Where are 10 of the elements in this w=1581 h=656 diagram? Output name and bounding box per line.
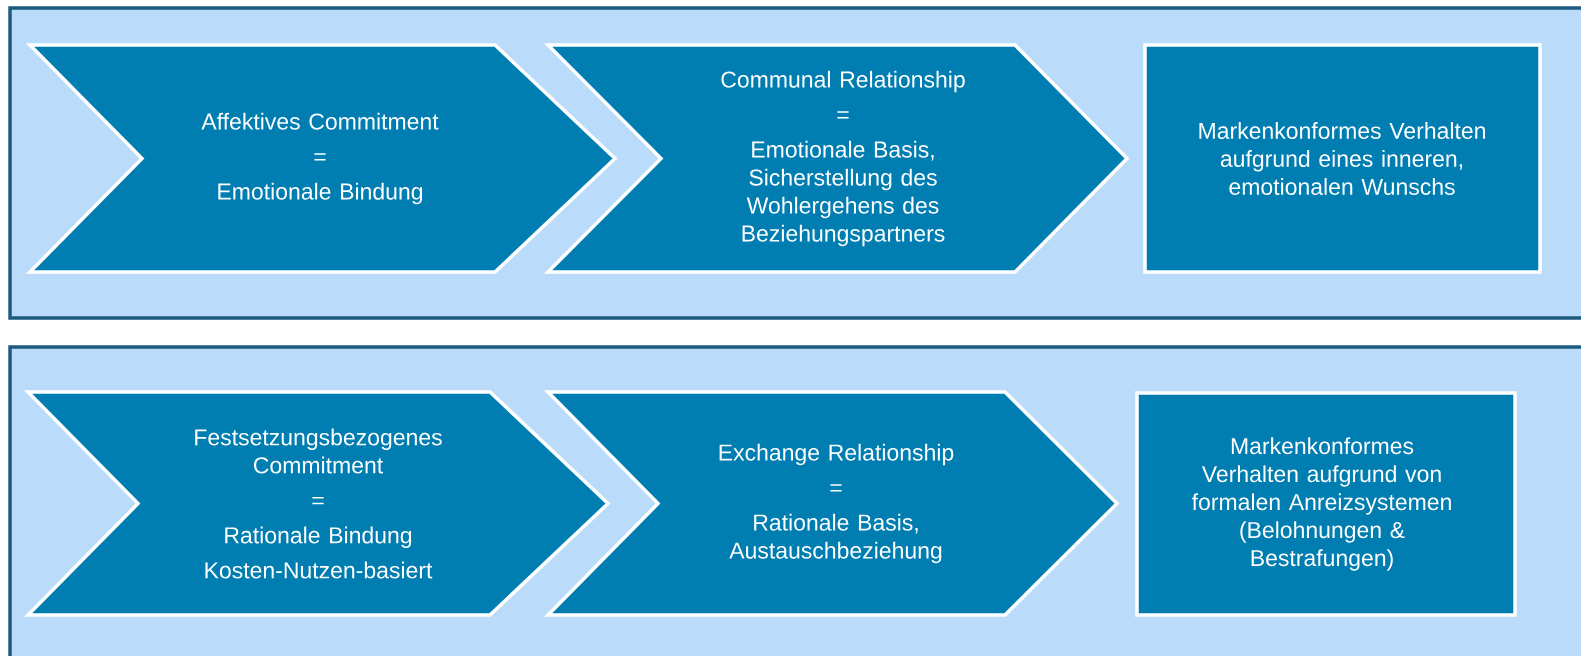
- chevron-box: Communal Relationship = Emotionale Basis, Sicherstellung des Wohlergehens des Beziehungspartners: [543, 43, 1130, 274]
- result-box: Markenkonformes Verhalten aufgrund von formalen Anreizsystemen (Belohnungen & Bestrafungen): [1135, 391, 1517, 617]
- chevron-box: Affektives Commitment = Emotionale Bindung: [25, 43, 618, 274]
- node-label: =: [312, 496, 324, 505]
- result-box: Markenkonformes Verhalten aufgrund eines inneren, emotionalen Wunschs: [1143, 43, 1542, 274]
- node-label: Festsetzungsbezogenes Commitment: [195, 428, 442, 474]
- node-label: Rationale Bindung: [225, 526, 412, 548]
- chevron-box: Festsetzungsbezogenes Commitment = Rationale Bindung Kosten-Nutzen-basiert: [23, 390, 611, 617]
- node-label: Kosten-Nutzen-basiert: [205, 561, 433, 579]
- chevron-box: Exchange Relationship = Rationale Basis, Austauschbeziehung: [543, 390, 1120, 617]
